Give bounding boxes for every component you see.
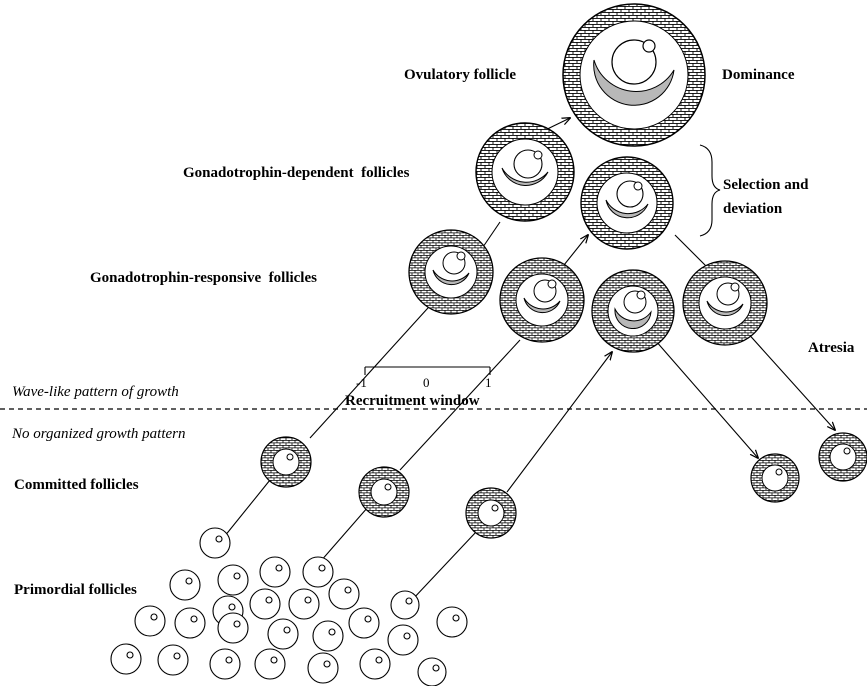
committed-follicle [465, 487, 517, 539]
path-line [482, 221, 501, 248]
primordial-follicle [169, 569, 201, 601]
primordial-follicle [174, 607, 206, 639]
label-gonadotrophin-dependent: Gonadotrophin-dependent follicles [183, 165, 410, 181]
primordial-follicle [249, 588, 281, 620]
recruitment-window-scale [364, 366, 491, 375]
label-gonadotrophin-responsive: Gonadotrophin-responsive follicles [90, 270, 317, 286]
label-ovulatory-follicle: Ovulatory follicle [404, 67, 516, 83]
primordial-follicle [348, 607, 380, 639]
primordial-follicle [259, 556, 291, 588]
primordial-follicle [134, 605, 166, 637]
label-deviation: deviation [723, 201, 783, 217]
primordial-follicle [307, 652, 339, 684]
path-line [744, 329, 835, 430]
primordial-follicle [267, 618, 299, 650]
path-line [674, 234, 709, 269]
atretic-follicle [682, 260, 768, 346]
path-line [411, 531, 477, 601]
recruitment-tick-minus-1: -1 [356, 375, 367, 390]
recruitment-tick-1: 1 [485, 375, 492, 390]
primordial-follicle [217, 612, 249, 644]
selected-follicle [580, 156, 674, 250]
path-line [219, 479, 271, 543]
ovulatory-follicle [562, 3, 706, 147]
primordial-follicle [209, 648, 241, 680]
primordial-follicle [312, 620, 344, 652]
primordial-follicle [387, 624, 419, 656]
primordial-follicle [217, 564, 249, 596]
path-line [506, 352, 612, 493]
primordial-follicle [199, 527, 231, 559]
primordial-follicle [328, 578, 360, 610]
primordial-follicle [110, 643, 142, 675]
primordial-follicle [288, 588, 320, 620]
primordial-follicle [436, 606, 468, 638]
recruitment-tick-0: 0 [423, 375, 430, 390]
label-no-organized-growth: No organized growth pattern [11, 426, 185, 442]
committed-follicle [358, 466, 410, 518]
atretic-follicle-small [818, 432, 867, 482]
path-line [309, 297, 438, 439]
growth-path-lines [219, 118, 835, 601]
label-atresia: Atresia [808, 340, 855, 356]
primordial-follicle [157, 644, 189, 676]
primordial-follicle [390, 590, 420, 620]
label-dominance: Dominance [722, 67, 795, 83]
committed-follicle [260, 436, 312, 488]
primordial-follicle [302, 556, 334, 588]
gonadotrophin-dependent-follicle [475, 122, 575, 222]
primordial-follicles [110, 527, 468, 686]
primordial-follicle [359, 648, 391, 680]
responsive-follicle [408, 229, 494, 315]
atretic-follicle-small [750, 453, 800, 503]
atretic-follicle [591, 269, 675, 353]
primordial-follicle [254, 648, 286, 680]
primordial-follicle [417, 657, 447, 686]
recruitment-window-label: Recruitment window [345, 393, 480, 409]
responsive-follicle [499, 257, 585, 343]
path-line [654, 339, 758, 458]
selection-brace [699, 144, 721, 237]
label-primordial-follicles: Primordial follicles [14, 582, 137, 598]
label-selection: Selection and [723, 177, 809, 193]
path-line [319, 506, 369, 563]
path-line [399, 339, 521, 471]
label-wave-like-growth: Wave-like pattern of growth [12, 384, 179, 400]
label-committed-follicles: Committed follicles [14, 477, 139, 493]
